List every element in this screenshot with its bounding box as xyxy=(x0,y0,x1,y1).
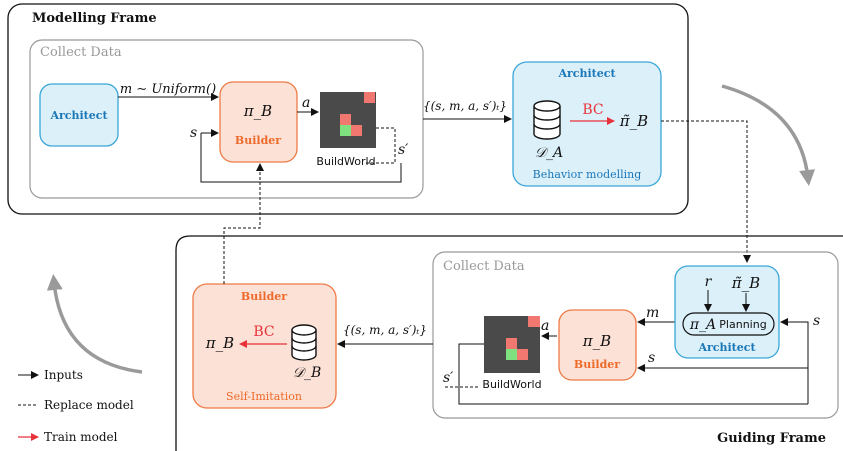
next-state-label-top: s′ xyxy=(398,142,409,158)
tilde-policy-top: π̃_B xyxy=(619,112,648,130)
architect-label-top: Architect xyxy=(49,109,108,122)
behavior-modelling-box xyxy=(512,61,662,187)
builder-box-top xyxy=(219,81,298,163)
builder-box-bottom xyxy=(558,309,637,381)
buildworld-label-top: BuildWorld xyxy=(316,155,375,168)
builder-label-top: Builder xyxy=(235,134,281,147)
guiding-frame-title: Guiding Frame xyxy=(717,431,826,446)
legend-inputs-label: Inputs xyxy=(44,368,83,382)
self-imitation-title: Builder xyxy=(241,290,287,303)
bc-label-top: BC xyxy=(582,102,603,118)
state-label-builder-bottom: s xyxy=(648,350,655,366)
self-imitation-caption: Self-Imitation xyxy=(226,390,302,403)
next-state-label-bottom: s′ xyxy=(443,370,454,386)
planning-label: Planning xyxy=(719,318,766,331)
builder-label-bottom: Builder xyxy=(574,358,620,371)
tuple-label-bottom: {(s, m, a, s′)ₜ} xyxy=(343,323,427,337)
legend-train-label: Train model xyxy=(44,430,118,444)
behavior-box-caption: Behavior modelling xyxy=(533,168,642,181)
bc-label-bottom: BC xyxy=(253,324,274,340)
replace-arrow-left xyxy=(223,163,264,284)
collect-data-title-bottom: Collect Data xyxy=(443,259,525,274)
self-imitation-box xyxy=(192,283,337,409)
replace-arrow-right xyxy=(661,120,751,263)
state-label-top: s xyxy=(190,125,197,141)
state-label-right: s xyxy=(813,313,820,329)
feedback-loop-bottom xyxy=(458,343,808,405)
architect-box-top xyxy=(39,83,119,147)
architect-policy-bottom: π_A xyxy=(689,317,716,333)
buildworld-label-bottom: BuildWorld xyxy=(482,378,541,391)
architect-label-bottom: Architect xyxy=(697,341,756,354)
guiding-frame xyxy=(175,235,843,451)
next-state-dashed-top xyxy=(366,127,396,164)
builder-policy-top: π_B xyxy=(243,102,272,120)
message-label-top: m ∼ Uniform() xyxy=(120,82,216,97)
planning-pill xyxy=(682,312,775,336)
collect-data-title-top: Collect Data xyxy=(40,45,122,60)
reward-label: r xyxy=(705,274,713,290)
legend-replace-label: Replace model xyxy=(44,398,134,412)
behavior-box-title: Architect xyxy=(557,67,616,80)
buildworld-grid-bottom xyxy=(484,316,540,373)
cycle-arrow-right xyxy=(721,84,816,186)
database-icon-bottom xyxy=(291,324,317,361)
feedback-loop-top xyxy=(200,133,402,183)
modelling-frame-title: Modelling Frame xyxy=(32,11,157,26)
modelling-frame xyxy=(7,3,689,215)
cycle-arrow-left xyxy=(46,274,143,374)
self-imitation-policy: π_B xyxy=(205,334,234,352)
action-label-top: a xyxy=(302,95,310,111)
database-icon-top xyxy=(533,100,561,140)
legend: Inputs Replace model Train model xyxy=(18,368,134,444)
dataset-label-top: 𝒟_A xyxy=(535,145,563,161)
tuple-label-top: {(s, m, a, s′)ₜ} xyxy=(423,99,507,113)
dataset-label-bottom: 𝒟_B xyxy=(293,365,321,381)
message-label-bottom: m xyxy=(646,305,659,321)
state-arrow-to-architect xyxy=(780,318,809,404)
tilde-policy-bottom: π̃_B xyxy=(731,274,760,292)
collect-data-frame-bottom xyxy=(432,251,839,419)
buildworld-grid-top xyxy=(320,92,376,148)
builder-policy-bottom: π_B xyxy=(582,332,611,350)
action-label-bottom: a xyxy=(541,318,549,334)
